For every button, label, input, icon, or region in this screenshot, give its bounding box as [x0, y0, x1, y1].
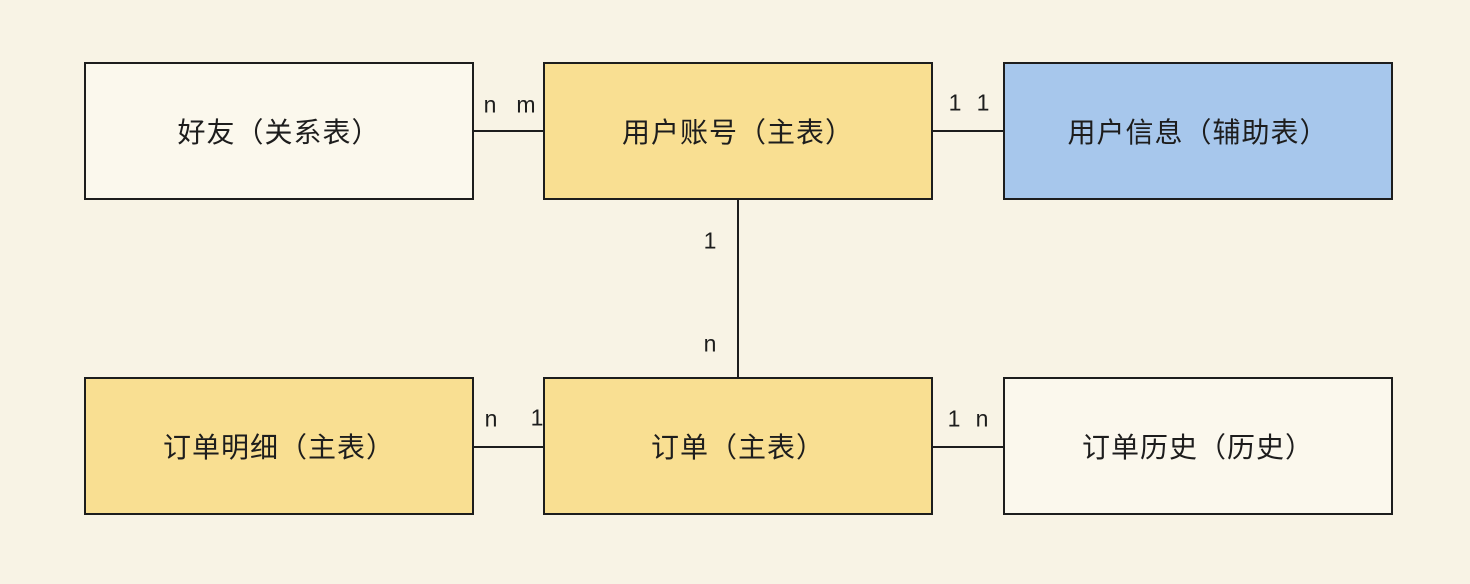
cardinality-user-info-side: 1	[976, 89, 990, 116]
cardinality-order-history-side: n	[975, 405, 989, 432]
cardinality-user-account-side-bottom: 1	[703, 227, 717, 254]
connector-user-account-user-info	[933, 130, 1003, 132]
entity-user-info-label: 用户信息（辅助表）	[1067, 117, 1329, 148]
entity-friends: 好友（关系表）	[84, 62, 474, 200]
entity-user-info: 用户信息（辅助表）	[1003, 62, 1393, 200]
entity-user-account-label: 用户账号（主表）	[621, 117, 854, 148]
cardinality-order-detail-side: n	[484, 405, 498, 432]
cardinality-order-side-right: 1	[947, 405, 961, 432]
cardinality-user-account-side-right: 1	[948, 89, 962, 116]
entity-order-history: 订单历史（历史）	[1003, 377, 1393, 515]
connector-order-order-history	[933, 446, 1003, 448]
entity-order-history-label: 订单历史（历史）	[1081, 432, 1314, 463]
entity-user-account: 用户账号（主表）	[543, 62, 933, 200]
entity-order-label: 订单（主表）	[650, 432, 825, 463]
entity-order: 订单（主表）	[543, 377, 933, 515]
cardinality-order-side-top: n	[703, 330, 717, 357]
entity-order-detail-label: 订单明细（主表）	[162, 432, 395, 463]
entity-friends-label: 好友（关系表）	[177, 117, 381, 148]
connector-user-account-order	[737, 200, 739, 377]
connector-friends-user-account	[473, 130, 543, 132]
cardinality-friends-side: n	[483, 91, 497, 118]
connector-order-detail-order	[473, 446, 543, 448]
cardinality-order-side-left: 1	[530, 404, 544, 431]
entity-order-detail: 订单明细（主表）	[84, 377, 474, 515]
cardinality-user-account-side-left: m	[516, 91, 536, 118]
